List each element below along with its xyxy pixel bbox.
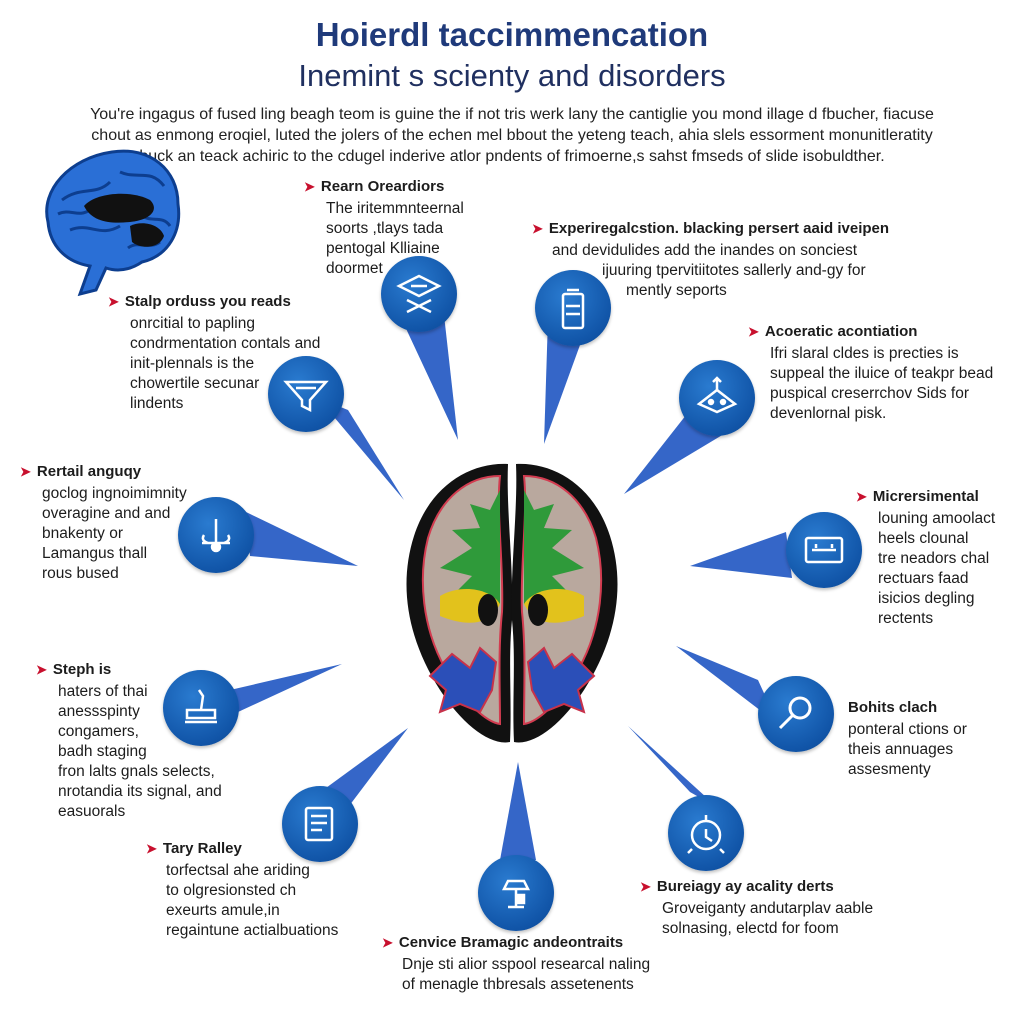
label-rertail-anguqy: ➤Rertail anguqy goclog ingnoimimnity ove… <box>20 463 187 582</box>
monitor-icon[interactable] <box>786 512 862 588</box>
magnifier-icon[interactable] <box>758 676 834 752</box>
arrow-icon: ➤ <box>20 464 31 479</box>
label-bureiagy: ➤Bureiagy ay acality derts Groveiganty a… <box>640 878 874 937</box>
page-title: Hoierdl taccimmencation Inemint s scient… <box>0 14 1024 96</box>
beam <box>676 646 778 724</box>
arrow-icon: ➤ <box>856 489 867 504</box>
scale-icon[interactable] <box>178 497 254 573</box>
arrow-icon: ➤ <box>382 935 393 950</box>
microscope-icon[interactable] <box>478 855 554 931</box>
arrow-icon: ➤ <box>304 179 315 194</box>
brain-icon <box>45 149 181 297</box>
beam <box>318 398 404 500</box>
label-heading: ➤Tary Ralley <box>146 840 242 857</box>
brain-section <box>406 463 618 743</box>
label-heading: Bohits clach <box>848 699 938 716</box>
label-micrersimental: ➤Micrersimental louning amoolact heels c… <box>856 488 996 627</box>
stopwatch-icon[interactable] <box>668 795 744 871</box>
label-heading: ➤Rearn Oreardiors <box>304 178 445 195</box>
label-bohits-clach: Bohits clach ponteral ctions or theis an… <box>848 699 967 778</box>
beam <box>628 726 718 808</box>
intro-line: chout as enmong eroqiel, luted the joler… <box>91 127 933 144</box>
label-rearn-oreardiors: ➤Rearn Oreardiors The iritemmnteernal so… <box>304 178 464 277</box>
intro-paragraph: You're ingagus of fused ling beagh teom … <box>80 104 944 167</box>
beam <box>246 512 358 566</box>
clipboard-icon[interactable] <box>282 786 358 862</box>
molecule-icon[interactable] <box>679 360 755 436</box>
label-heading: ➤Steph is <box>36 661 112 678</box>
intro-line: You're ingagus of fused ling beagh teom … <box>90 106 934 123</box>
vial-icon[interactable] <box>535 270 611 346</box>
arrow-icon: ➤ <box>640 879 651 894</box>
sample-tray-icon[interactable] <box>163 670 239 746</box>
arrow-icon: ➤ <box>36 662 47 677</box>
label-cenvice-bramagic: ➤Cenvice Bramagic andeontraits Dnje sti … <box>382 934 651 993</box>
loom-icon[interactable] <box>381 256 457 332</box>
label-heading: ➤Rertail anguqy <box>20 463 142 480</box>
arrow-icon: ➤ <box>146 841 157 856</box>
label-heading: ➤Experiregalcstion. blacking persert aai… <box>532 220 890 237</box>
label-heading: ➤Micrersimental <box>856 488 979 505</box>
funnel-icon[interactable] <box>268 356 344 432</box>
label-experiregalcstion: ➤Experiregalcstion. blacking persert aai… <box>532 220 890 299</box>
label-heading: ➤Cenvice Bramagic andeontraits <box>382 934 624 951</box>
title-line-2: Inemint s scienty and disorders <box>298 58 726 93</box>
label-steph-is: ➤Steph is haters of thai anessspinty con… <box>36 661 222 820</box>
label-tary-ralley: ➤Tary Ralley torfectsal ahe ariding to o… <box>146 840 339 939</box>
label-acoeratic-acontiation: ➤Acoeratic acontiation Ifri slaral cldes… <box>748 323 994 422</box>
beam <box>690 532 792 578</box>
label-stalp-orduss: ➤Stalp orduss you reads onrcitial to pap… <box>108 293 321 412</box>
arrow-icon: ➤ <box>748 324 759 339</box>
beam <box>500 762 536 860</box>
connector-beams <box>230 288 792 860</box>
arrow-icon: ➤ <box>532 221 543 236</box>
label-heading: ➤Stalp orduss you reads <box>108 293 291 310</box>
label-heading: ➤Acoeratic acontiation <box>748 323 918 340</box>
arrow-icon: ➤ <box>108 294 119 309</box>
title-line-1: Hoierdl taccimmencation <box>315 16 709 53</box>
intro-line: buck an teack achiric to the cdugel inde… <box>139 148 885 165</box>
label-heading: ➤Bureiagy ay acality derts <box>640 878 834 895</box>
beam <box>230 664 342 712</box>
